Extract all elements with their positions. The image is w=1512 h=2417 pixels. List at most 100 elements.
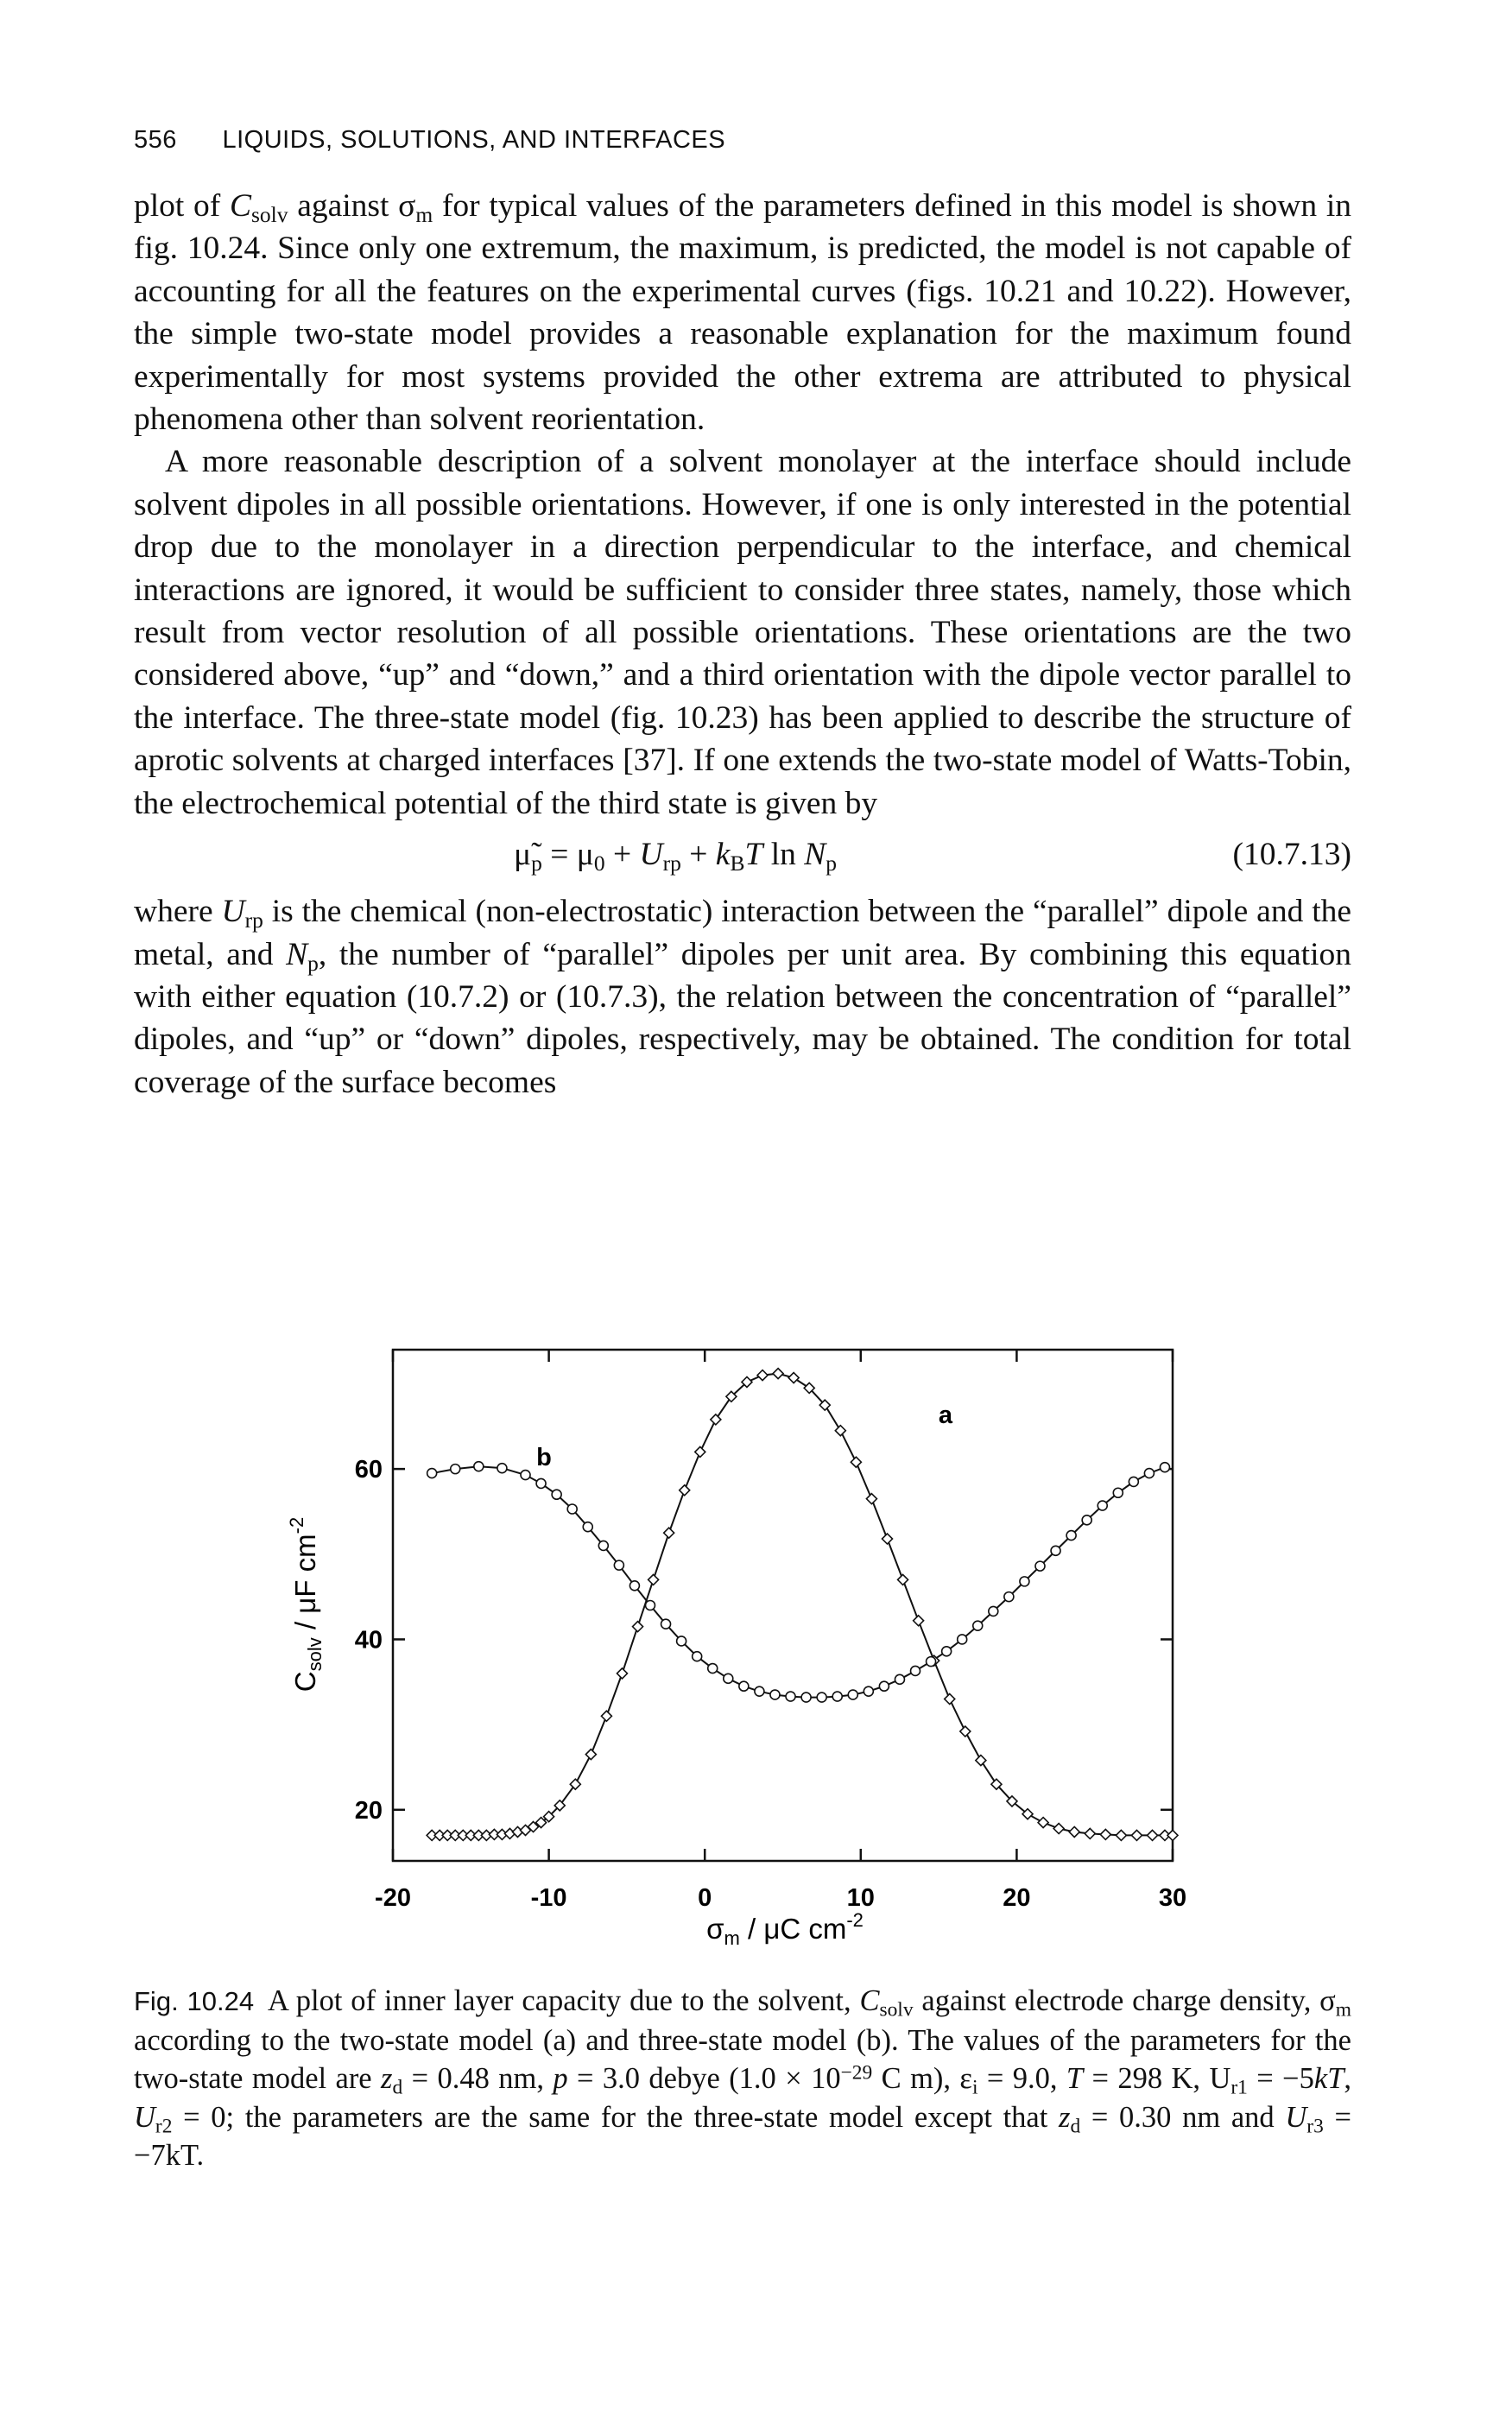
data-point-a <box>647 1573 660 1586</box>
paragraph-2: A more reasonable description of a solve… <box>134 444 1351 821</box>
data-point-b <box>925 1655 937 1667</box>
data-point-b <box>691 1650 703 1662</box>
data-point-a <box>554 1799 566 1812</box>
data-point-a <box>1099 1828 1112 1841</box>
data-point-b <box>1128 1476 1140 1488</box>
data-point-a <box>1021 1807 1034 1820</box>
data-point-a <box>1005 1794 1019 1808</box>
data-point-a <box>631 1620 644 1633</box>
x-tick-label: -20 <box>375 1884 411 1912</box>
equation-10-7-13: μ̃p = μ0 + Urp + kBT ln Np (10.7.13) <box>134 828 1351 882</box>
data-point-a <box>756 1369 769 1382</box>
data-point-a <box>527 1820 540 1833</box>
series-line-b <box>432 1465 1166 1699</box>
data-point-b <box>551 1489 562 1501</box>
data-point-a <box>1146 1829 1159 1842</box>
data-point-b <box>894 1674 906 1686</box>
x-tick-label: 10 <box>847 1884 875 1912</box>
data-point-a <box>896 1573 909 1586</box>
figure-label: Fig. 10.24 <box>134 1986 255 2016</box>
paragraph-1: plot of Csolv against σm for typical val… <box>134 188 1352 438</box>
data-point-b <box>988 1605 999 1617</box>
data-point-b <box>1081 1515 1092 1526</box>
data-point-a <box>990 1778 1003 1791</box>
data-point-a <box>1166 1829 1180 1842</box>
x-axis-label: σm / μC cm-2 <box>706 1909 864 1949</box>
data-point-a <box>1115 1829 1128 1842</box>
data-point-b <box>1143 1467 1155 1479</box>
data-point-a <box>1036 1816 1050 1829</box>
series-lines <box>432 1372 1173 1837</box>
data-point-b <box>1159 1461 1171 1473</box>
data-point-b <box>785 1691 796 1702</box>
data-point-a <box>678 1484 691 1496</box>
data-point-a <box>662 1527 675 1540</box>
data-point-a <box>819 1399 832 1412</box>
data-point-b <box>598 1540 610 1552</box>
data-point-b <box>800 1692 812 1703</box>
capacity-chart: -20 -10 0 10 20 30 20 40 60 a b σm / μC cm-2 Cso… <box>286 1348 1186 1949</box>
data-point-b <box>1112 1487 1124 1499</box>
series-line-a <box>432 1372 1173 1837</box>
data-point-a <box>569 1778 582 1791</box>
page-number: 556 <box>134 126 177 154</box>
data-point-b <box>1003 1591 1015 1603</box>
y-axis-label: Csolv / μF cm-2 <box>286 1517 326 1692</box>
data-point-a <box>974 1754 987 1767</box>
data-point-b <box>754 1686 765 1697</box>
data-point-b <box>909 1665 921 1677</box>
data-point-b <box>769 1689 781 1700</box>
data-point-b <box>644 1599 656 1611</box>
data-point-a <box>740 1376 754 1389</box>
data-point-b <box>497 1462 508 1474</box>
data-point-a <box>693 1446 706 1458</box>
data-point-a <box>585 1748 598 1761</box>
data-point-a <box>1130 1829 1143 1842</box>
data-point-a <box>1068 1825 1081 1838</box>
equation-formula: μ̃p = μ0 + Urp + kBT ln Np <box>514 837 837 876</box>
data-point-b <box>660 1618 672 1630</box>
data-point-b <box>535 1477 547 1490</box>
series-label-b: b <box>536 1444 552 1471</box>
data-point-b <box>613 1560 625 1571</box>
data-point-a <box>803 1382 816 1395</box>
figure-caption: Fig. 10.24 A plot of inner layer capacit… <box>134 1984 1352 2172</box>
data-point-b <box>971 1620 984 1631</box>
data-point-b <box>1066 1529 1077 1541</box>
data-point-b <box>566 1503 578 1515</box>
data-point-b <box>706 1662 718 1674</box>
data-point-a <box>850 1456 863 1469</box>
data-point-b <box>816 1692 827 1703</box>
data-point-a <box>865 1492 878 1505</box>
series-label-a: a <box>939 1401 953 1429</box>
x-tick-label: 30 <box>1159 1884 1186 1912</box>
data-point-a <box>616 1667 629 1680</box>
data-point-b <box>847 1689 859 1700</box>
data-point-a <box>535 1816 547 1829</box>
data-point-b <box>520 1469 531 1481</box>
data-point-b <box>832 1691 844 1702</box>
running-title: LIQUIDS, SOLUTIONS, AND INTERFACES <box>222 126 726 154</box>
y-tick-label: 20 <box>355 1797 383 1825</box>
data-point-a <box>834 1424 847 1437</box>
x-tick-label: -10 <box>531 1884 567 1912</box>
data-point-a <box>958 1724 971 1738</box>
paragraph-3: where Urp is the chemical (non-electrost… <box>134 894 1352 1100</box>
equation-number: (10.7.13) <box>1232 837 1351 873</box>
data-point-b <box>426 1467 438 1479</box>
y-tick-label: 60 <box>355 1456 383 1484</box>
data-point-b <box>1034 1560 1046 1572</box>
data-point-b <box>449 1463 461 1475</box>
data-point-b <box>722 1673 734 1685</box>
data-point-a <box>709 1413 722 1427</box>
x-tick-label: 20 <box>1003 1884 1030 1912</box>
x-tick-label: 0 <box>698 1884 712 1912</box>
body-text: plot of Csolv against σm for typical val… <box>134 185 1351 1104</box>
y-tick-label: 40 <box>355 1626 383 1654</box>
data-point-b <box>940 1645 952 1657</box>
plot-frame <box>391 1348 1174 1863</box>
axis-ticks: -20 -10 0 10 20 30 20 40 60 <box>355 1350 1186 1912</box>
data-point-a <box>788 1371 800 1384</box>
running-header: 556 LIQUIDS, SOLUTIONS, AND INTERFACES <box>134 126 725 155</box>
data-point-b <box>863 1686 875 1697</box>
